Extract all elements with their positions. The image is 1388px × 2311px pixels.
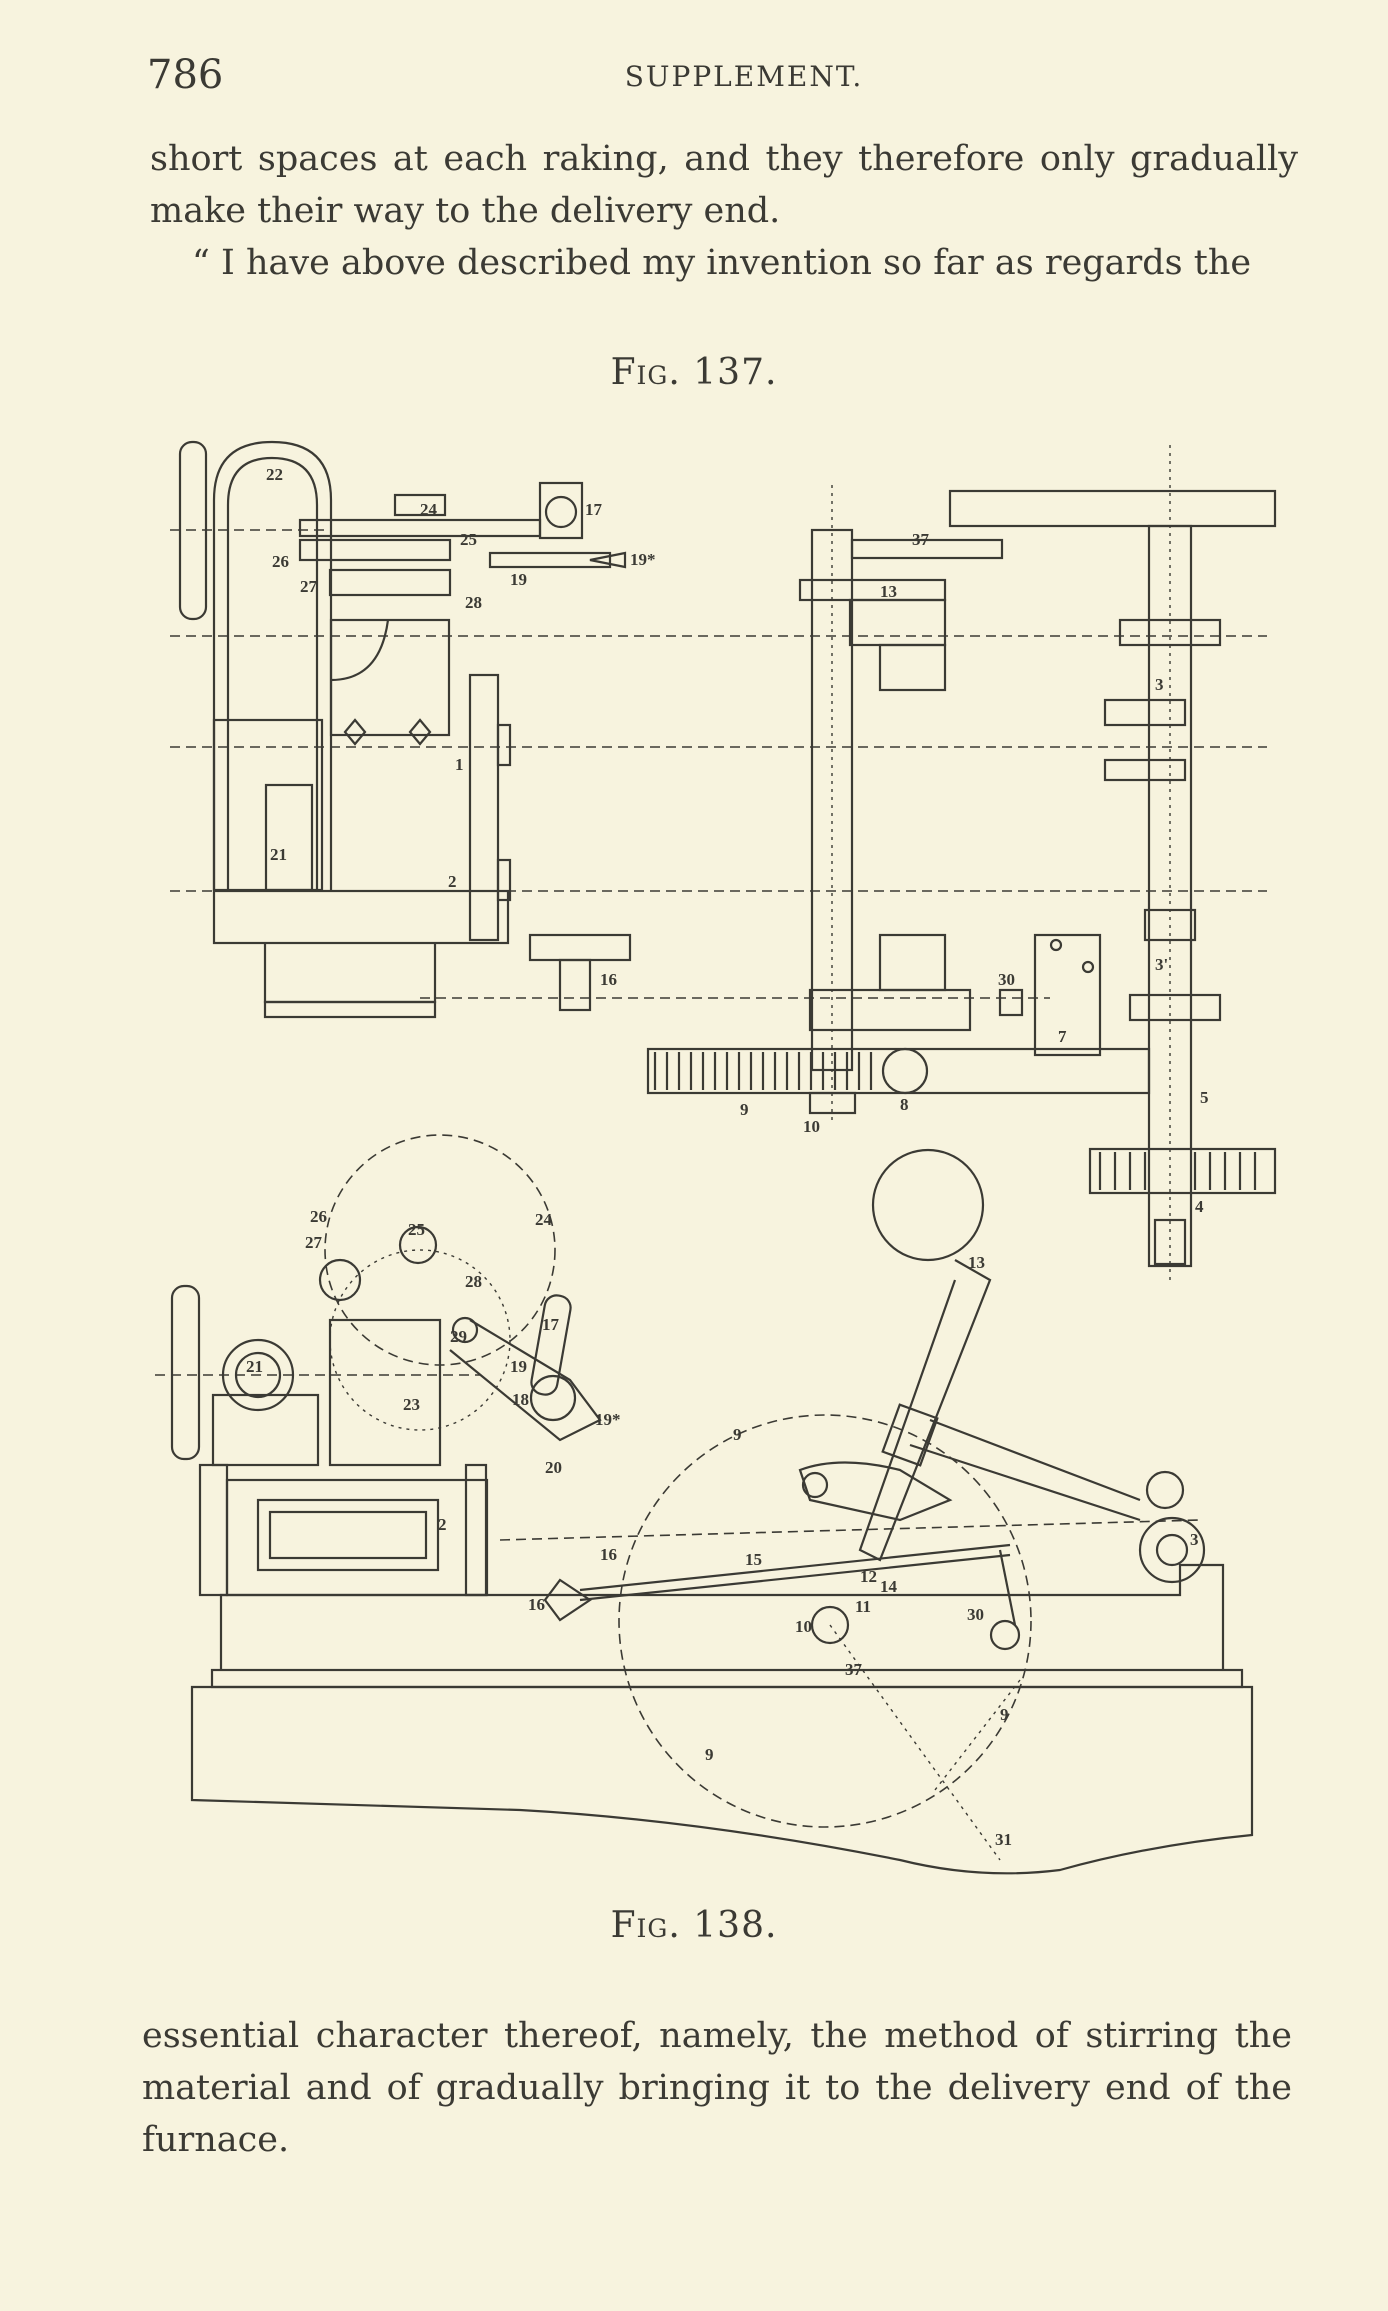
bottom-paragraph: essential character thereof, namely, the… [142,2010,1292,2166]
label: 37 [912,530,930,549]
label: 30 [998,970,1015,989]
page-number: 786 [147,52,224,98]
label: 19* [630,550,656,569]
label: 15 [745,1550,762,1569]
paragraph-continuation: short spaces at each raking, and they th… [150,139,1298,231]
label: 13 [968,1253,985,1272]
label: 18 [512,1390,529,1409]
label: 24 [535,1210,553,1229]
label: 30 [967,1605,984,1624]
label: 21 [246,1357,263,1376]
label: 3 [1155,675,1164,694]
label: 26 [272,552,289,571]
worm-threads [653,1052,873,1090]
label: 19* [595,1410,621,1429]
fig137-machine-plan: 22 26 27 24 25 17 19* 19 28 1 2 21 16 37… [170,440,1277,1285]
label: 31 [995,1830,1012,1849]
figure-138-caption: Fig. 138. [610,1905,778,1946]
label: 19 [510,1357,527,1376]
label: 10 [795,1617,812,1636]
label: 29 [450,1327,467,1346]
label: 2 [448,872,457,891]
label: 23 [403,1395,420,1414]
figure-137-caption: Fig. 137. [610,352,778,393]
label: 20 [545,1458,562,1477]
label: 27 [300,577,318,596]
label: 13 [880,582,897,601]
paragraph-quote: “ I have above described my invention so… [192,243,1252,283]
label: 12 [860,1567,877,1586]
label: 19 [510,570,527,589]
label: 9 [733,1425,742,1444]
label: 16 [600,970,617,989]
label: 3' [1155,955,1168,974]
label: 21 [270,845,287,864]
label: 16 [600,1545,617,1564]
label: 11 [855,1597,871,1616]
label: 17 [542,1315,560,1334]
label: 9 [705,1745,714,1764]
label: 17 [585,500,603,519]
label: 37 [845,1660,863,1679]
label: 28 [465,1272,482,1291]
top-paragraph: short spaces at each raking, and they th… [150,133,1298,289]
fig138-machine-elevation: 26 27 25 24 28 29 17 21 23 19 18 19* 20 … [155,1134,1254,1875]
running-head: SUPPLEMENT. [624,60,864,93]
label: 25 [408,1220,425,1239]
label: 14 [880,1577,898,1596]
label: 4 [1195,1197,1204,1216]
label: 26 [310,1207,327,1226]
label: 25 [460,530,477,549]
label: 3 [1190,1530,1199,1549]
label: 16 [528,1595,545,1614]
label: 1 [455,755,464,774]
label: 2 [438,1515,447,1534]
paragraph-end: essential character thereof, namely, the… [142,2016,1292,2160]
label: 5 [1200,1088,1209,1107]
label: 9 [1000,1705,1009,1724]
label: 9 [740,1100,749,1119]
label: 7 [1058,1027,1067,1046]
label: 28 [465,593,482,612]
label: 22 [266,465,283,484]
label: 27 [305,1233,323,1252]
label: 10 [803,1117,820,1136]
label: 8 [900,1095,909,1114]
label: 24 [420,500,438,519]
